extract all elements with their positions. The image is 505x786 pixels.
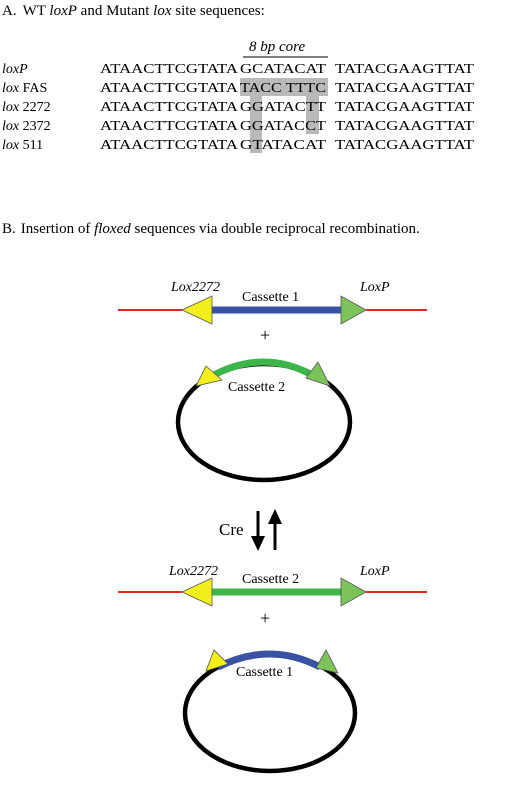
cassette-1-circular [216, 650, 322, 671]
title-prefix: WT [23, 3, 50, 19]
title-suffix: site sequences: [171, 3, 264, 19]
top-construct: Lox2272 LoxP Cassette 1 + [118, 280, 427, 345]
section-a-title: A. WT loxP and Mutant lox site sequences: [2, 3, 265, 19]
seq-left-arm: ATAACTTCGTATA [100, 81, 239, 96]
seq-core: GGATACTT [240, 100, 327, 115]
title-locus-lox: lox [153, 3, 172, 19]
lox-site-name-italic: loxP [2, 62, 28, 77]
enzyme-label: Cre [219, 520, 244, 539]
highlight-2372-a [250, 114, 262, 134]
section-b-title: B. Insertion of floxed sequences via doub… [2, 221, 420, 237]
up-arrow-icon [268, 509, 282, 524]
lox-site-name: loxP [2, 62, 28, 77]
lox2272-arrow-icon [205, 649, 229, 672]
seq-core: GTATACAT [240, 138, 327, 153]
bottom-plasmid: Cassette 1 [182, 649, 358, 774]
linear-cassette-label: Cassette 2 [242, 572, 299, 587]
lox2272-arrow-icon [195, 365, 223, 387]
top-plasmid: Cassette 2 [175, 358, 353, 483]
lox2272-arrow-icon [181, 295, 213, 325]
seq-right-arm: TATACGAAGTTAT [335, 138, 475, 153]
lox-site-name-italic: lox [2, 138, 20, 153]
reaction-arrows: Cre [219, 509, 282, 551]
lox-site-name-italic: lox [2, 81, 20, 96]
lox-site-name: lox 511 [2, 138, 43, 153]
seq-right-arm: TATACGAAGTTAT [335, 119, 475, 134]
bottom-construct: Lox2272 LoxP Cassette 2 + [118, 564, 427, 628]
core-highlights [240, 78, 328, 153]
highlight-511 [250, 133, 262, 153]
highlight-fas-core [240, 78, 328, 96]
title-middle: and Mutant [77, 3, 153, 19]
site-label-left: Lox2272 [168, 564, 218, 579]
seq-core: GCATACAT [240, 62, 327, 77]
lox-site-name-italic: lox [2, 100, 20, 115]
loxp-arrow-icon [340, 577, 367, 607]
seq-left-arm: ATAACTTCGTATA [100, 62, 239, 77]
lox-site-name-italic: lox [2, 119, 20, 134]
title-b-italic: floxed [94, 221, 131, 237]
lox-site-name: lox 2372 [2, 119, 51, 134]
highlight-2372-b [306, 114, 319, 134]
title-b-prefix: Insertion of [21, 221, 94, 237]
highlight-2272-b [306, 95, 319, 115]
title-b-suffix: sequences via double reciprocal recombin… [131, 221, 420, 237]
site-label-left: Lox2272 [170, 280, 220, 295]
highlight-2272-a [250, 95, 262, 115]
seq-right-arm: TATACGAAGTTAT [335, 62, 475, 77]
loxp-arrow-icon [305, 361, 331, 387]
site-label-right: LoxP [359, 564, 390, 579]
core-label: 8 bp core [249, 39, 305, 55]
seq-left-arm: ATAACTTCGTATA [100, 100, 239, 115]
linear-cassette-label: Cassette 1 [242, 290, 299, 305]
circular-cassette-label: Cassette 1 [236, 665, 293, 680]
lox-site-name-plain: 2272 [19, 100, 51, 115]
title-locus-loxp: loxP [49, 3, 77, 19]
section-a-label: A. [2, 3, 17, 19]
lox-site-name-plain: FAS [19, 81, 47, 96]
loxp-arrow-icon [315, 649, 339, 674]
lox-site-name: lox FAS [2, 81, 47, 96]
seq-right-arm: TATACGAAGTTAT [335, 81, 475, 96]
seq-right-arm: TATACGAAGTTAT [335, 100, 475, 115]
plus-sign: + [260, 325, 270, 345]
circular-cassette-label: Cassette 2 [228, 380, 285, 395]
site-label-right: LoxP [359, 280, 390, 295]
down-arrow-icon [251, 536, 265, 551]
plus-sign: + [260, 608, 270, 628]
seq-left-arm: ATAACTTCGTATA [100, 138, 239, 153]
lox2272-arrow-icon [181, 577, 213, 607]
lox-site-name-plain: 511 [19, 138, 43, 153]
cassette-2-circular [210, 358, 316, 380]
lox-site-name: lox 2272 [2, 100, 51, 115]
loxp-arrow-icon [340, 295, 367, 325]
seq-left-arm: ATAACTTCGTATA [100, 119, 239, 134]
section-b-label: B. [2, 221, 16, 237]
seq-core: TACC TTTC [240, 81, 326, 96]
lox-site-name-plain: 2372 [19, 119, 51, 134]
seq-core: GGATACCT [240, 119, 327, 134]
